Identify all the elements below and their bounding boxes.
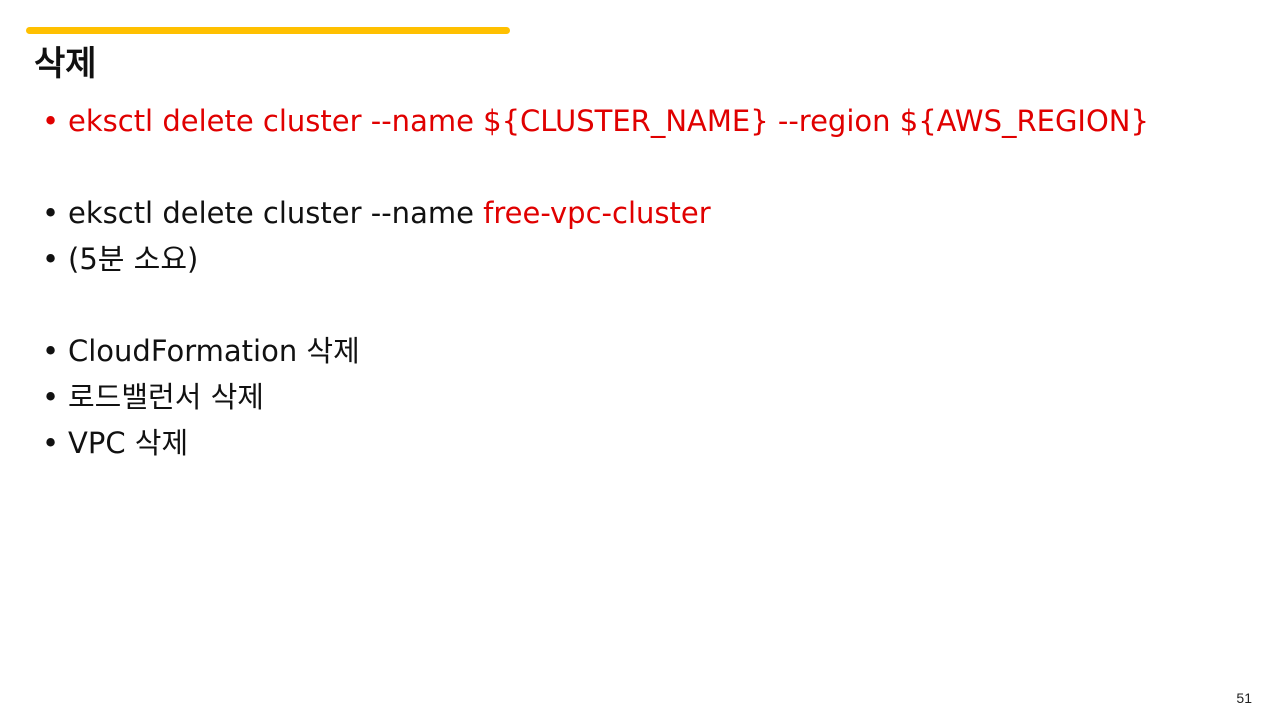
bullet-text: eksctl delete cluster --name	[68, 196, 484, 230]
cluster-name-highlight: free-vpc-cluster	[483, 196, 711, 230]
title-accent-bar	[26, 27, 510, 34]
bullet-item-delete-cluster-example: • eksctl delete cluster --name free-vpc-…	[42, 190, 1222, 236]
bullet-item-delete-cluster-template: • eksctl delete cluster --name ${CLUSTER…	[42, 98, 1222, 144]
bullet-dot: •	[42, 426, 60, 460]
bullet-dot: •	[42, 104, 60, 138]
bullet-text: CloudFormation 삭제	[68, 334, 360, 368]
bullet-dot: •	[42, 196, 60, 230]
bullet-item-cloudformation: • CloudFormation 삭제	[42, 328, 1222, 374]
bullet-dot: •	[42, 334, 60, 368]
bullet-text: (5분 소요)	[68, 242, 199, 276]
bullet-text: VPC 삭제	[68, 426, 189, 460]
bullet-text: 로드밸런서 삭제	[68, 380, 264, 414]
bullet-item-vpc: • VPC 삭제	[42, 420, 1222, 466]
slide-title: 삭제	[34, 44, 97, 84]
page-number: 51	[1236, 690, 1252, 706]
bullet-dot: •	[42, 242, 60, 276]
bullet-dot: •	[42, 380, 60, 414]
bullet-list: • eksctl delete cluster --name ${CLUSTER…	[42, 98, 1222, 466]
bullet-text: eksctl delete cluster --name ${CLUSTER_N…	[68, 104, 1149, 138]
bullet-item-load-balancer: • 로드밸런서 삭제	[42, 374, 1222, 420]
bullet-item-duration: • (5분 소요)	[42, 236, 1222, 282]
